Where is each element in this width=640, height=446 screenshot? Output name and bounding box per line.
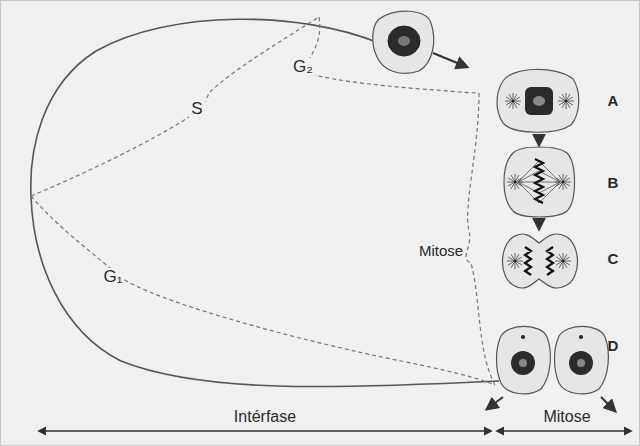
g1-phase-boundary (31, 196, 495, 385)
stage-letter: D (606, 338, 621, 355)
phase-label: G₂ (291, 58, 315, 77)
mitosis-boundary (466, 93, 495, 385)
mitosis-span (497, 430, 631, 431)
flow-arrow (538, 135, 540, 145)
stage-letter: A (606, 93, 621, 110)
anaphase-cell (503, 234, 578, 288)
interphase-span (39, 430, 491, 431)
flow-arrow (487, 397, 503, 409)
flow-arrow (601, 397, 615, 411)
flow-arrow (538, 219, 540, 229)
flow-arrow (433, 53, 467, 67)
span-label: Intérfase (232, 408, 298, 426)
phase-label: G₁ (102, 268, 125, 287)
s-phase-boundary (31, 17, 319, 196)
phase-label: Mitose (417, 243, 465, 260)
phase-label: S (189, 100, 204, 119)
metaphase-cell (504, 147, 575, 217)
span-label: Mitose (541, 408, 592, 426)
prophase-cell (497, 69, 579, 132)
stage-letter: B (606, 175, 621, 192)
stage-letter: C (606, 251, 621, 268)
daughter-cells (497, 326, 609, 393)
interphase-cell (373, 11, 434, 73)
cycle-loop (31, 19, 499, 386)
